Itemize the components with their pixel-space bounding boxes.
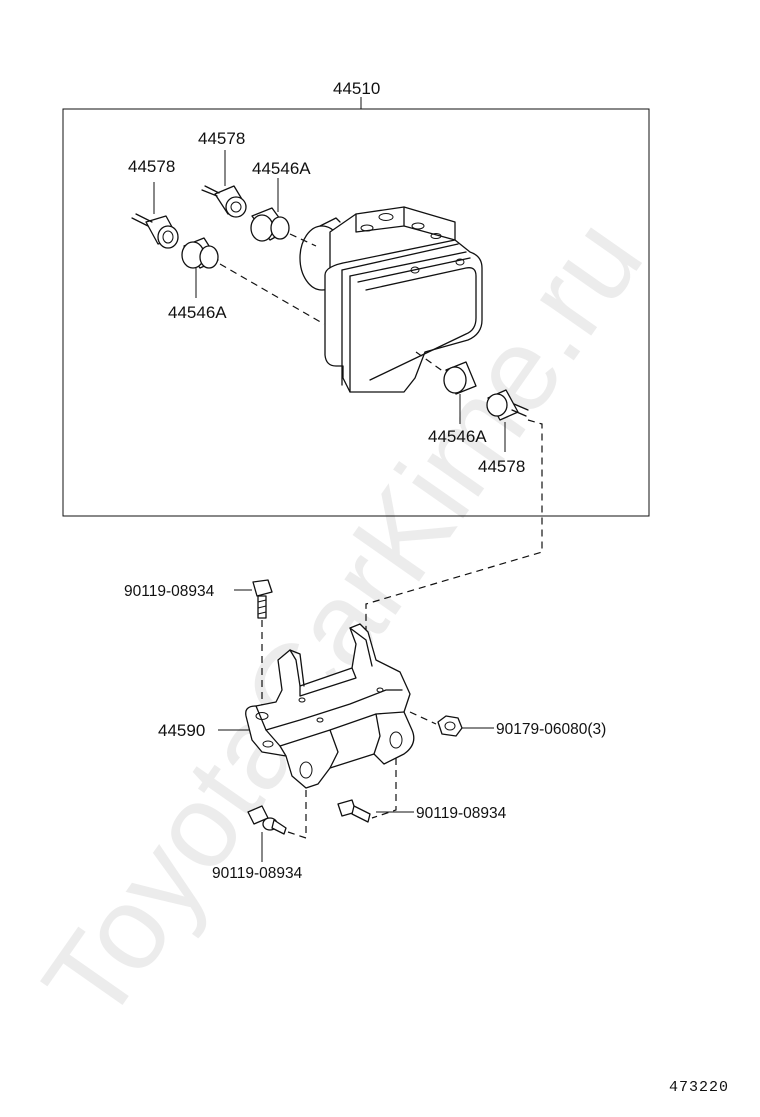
assembly-label[interactable]: 44510 — [333, 79, 380, 98]
assembly-frame — [62, 108, 650, 517]
plug-bottom-drawing — [486, 389, 529, 421]
label-plug-bottom[interactable]: 44578 — [478, 457, 525, 476]
bolt-top-drawing — [252, 579, 273, 619]
dash-cap-bottom — [415, 351, 445, 373]
bolt-bottom-left-drawing — [247, 805, 287, 835]
plug-top-left-drawing — [131, 213, 179, 249]
dash-bolt-bottom-left — [287, 790, 307, 839]
label-cap-top[interactable]: 44546A — [252, 159, 311, 178]
dash-actuator-to-bracket — [365, 419, 543, 640]
bolt-bottom-right-drawing — [337, 799, 371, 823]
label-bolt-bottom-left[interactable]: 90119-08934 — [212, 865, 303, 882]
cap-top-drawing — [250, 207, 290, 242]
nut-right-drawing — [437, 715, 463, 737]
label-plug-top-left[interactable]: 44578 — [128, 157, 175, 176]
dash-cap-top — [289, 233, 317, 247]
cap-left-drawing — [181, 237, 219, 269]
bracket-drawing — [245, 623, 415, 789]
label-nut-right[interactable]: 90179-06080(3) — [496, 721, 606, 738]
dash-bolt-bottom-right — [371, 758, 397, 819]
label-plug-top-middle[interactable]: 44578 — [198, 129, 245, 148]
cap-bottom-drawing — [443, 361, 477, 395]
label-cap-bottom[interactable]: 44546A — [428, 427, 487, 446]
dash-cap-left — [219, 263, 325, 325]
label-bolt-top[interactable]: 90119-08934 — [124, 583, 215, 600]
label-bolt-bottom-right[interactable]: 90119-08934 — [416, 805, 507, 822]
abs-actuator-drawing — [299, 206, 483, 393]
label-bracket[interactable]: 44590 — [158, 721, 205, 740]
label-cap-left[interactable]: 44546A — [168, 303, 227, 322]
figure-number: 473220 — [669, 1079, 729, 1096]
dash-nut-right — [409, 711, 437, 725]
plug-top-middle-drawing — [201, 185, 247, 218]
